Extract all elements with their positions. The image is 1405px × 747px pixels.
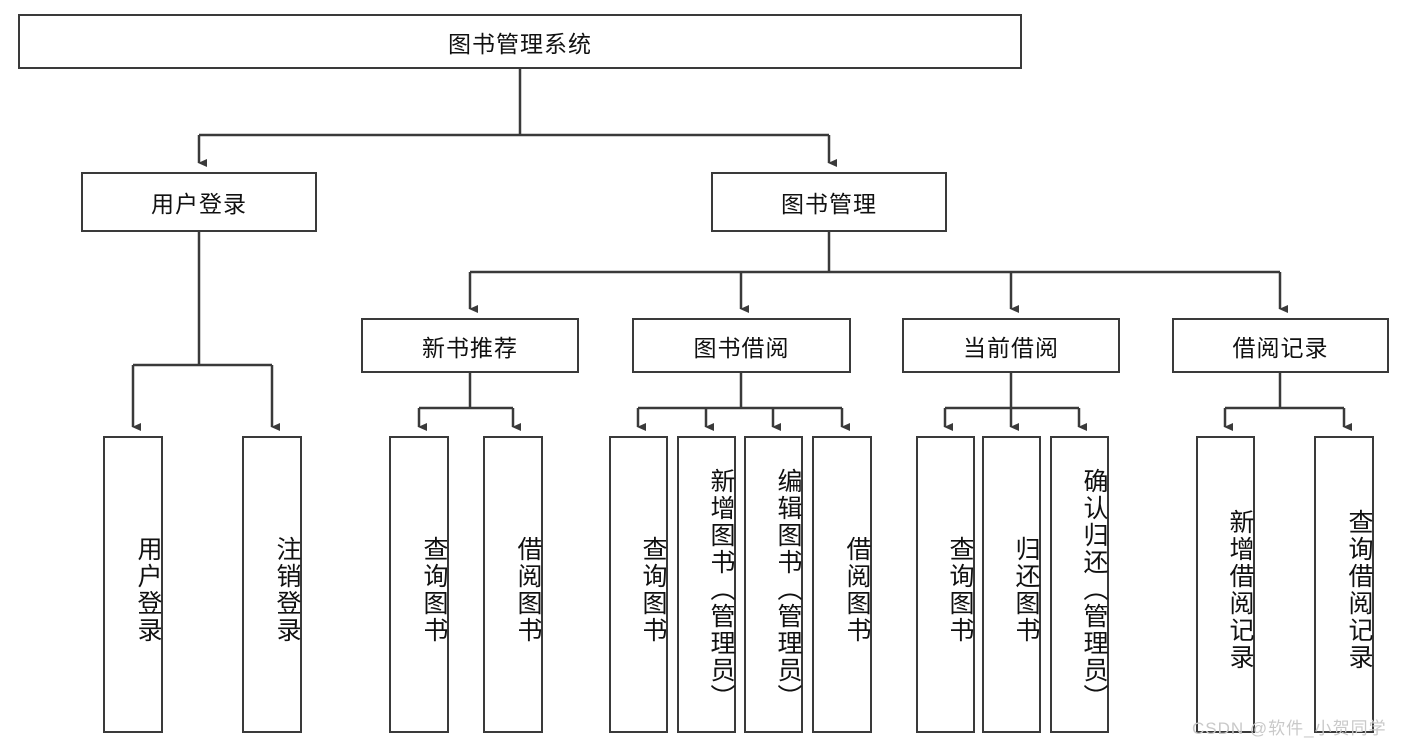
leaf-leaf-edit-book: 编辑图书（管理员）: [744, 436, 803, 733]
node-label: 用户登录: [151, 191, 247, 217]
node-label: 查询图书: [420, 535, 448, 644]
node-label: 图书管理: [781, 191, 877, 217]
node-label: 新增借阅记录: [1226, 508, 1254, 671]
leaf-leaf-query-book-recommend: 查询图书: [389, 436, 449, 733]
leaf-leaf-query-book-current: 查询图书: [916, 436, 975, 733]
node-label: 编辑图书（管理员）: [774, 468, 802, 711]
node-current-borrow: 当前借阅: [902, 318, 1120, 373]
leaf-leaf-add-book: 新增图书（管理员）: [677, 436, 736, 733]
node-label: 图书借阅: [693, 334, 790, 361]
node-user-login: 用户登录: [81, 172, 317, 232]
node-borrow-record: 借阅记录: [1172, 318, 1389, 373]
node-root: 图书管理系统: [18, 14, 1022, 69]
node-book-borrow: 图书借阅: [632, 318, 851, 373]
node-label: 借阅记录: [1232, 334, 1329, 361]
leaf-leaf-user-login: 用户登录: [103, 436, 163, 733]
node-label: 确认归还（管理员）: [1080, 468, 1108, 711]
node-label: 归还图书: [1012, 535, 1040, 644]
csdn-watermark: CSDN @软件_小贺同学: [1192, 719, 1387, 738]
node-new-book-recommend: 新书推荐: [361, 318, 579, 373]
node-label: 借阅图书: [514, 535, 542, 644]
node-label: 借阅图书: [843, 535, 871, 644]
node-label: 查询借阅记录: [1345, 508, 1373, 671]
node-label: 新书推荐: [422, 334, 518, 361]
leaf-leaf-query-book-borrow: 查询图书: [609, 436, 668, 733]
leaf-leaf-confirm-return: 确认归还（管理员）: [1050, 436, 1109, 733]
node-label: 注销登录: [273, 535, 301, 644]
leaf-leaf-borrow-book: 借阅图书: [812, 436, 872, 733]
node-label: 查询图书: [639, 535, 667, 644]
leaf-leaf-logout: 注销登录: [242, 436, 302, 733]
node-label: 图书管理系统: [448, 30, 592, 57]
node-label: 当前借阅: [963, 334, 1059, 361]
leaf-leaf-add-borrow-record: 新增借阅记录: [1196, 436, 1255, 733]
node-label: 新增图书（管理员）: [707, 468, 735, 711]
leaf-leaf-return-book: 归还图书: [982, 436, 1041, 733]
node-label: 查询图书: [946, 535, 974, 644]
leaf-leaf-borrow-book-recommend: 借阅图书: [483, 436, 543, 733]
node-book-management: 图书管理: [711, 172, 947, 232]
node-label: 用户登录: [134, 535, 162, 644]
leaf-leaf-query-borrow-record: 查询借阅记录: [1314, 436, 1374, 733]
